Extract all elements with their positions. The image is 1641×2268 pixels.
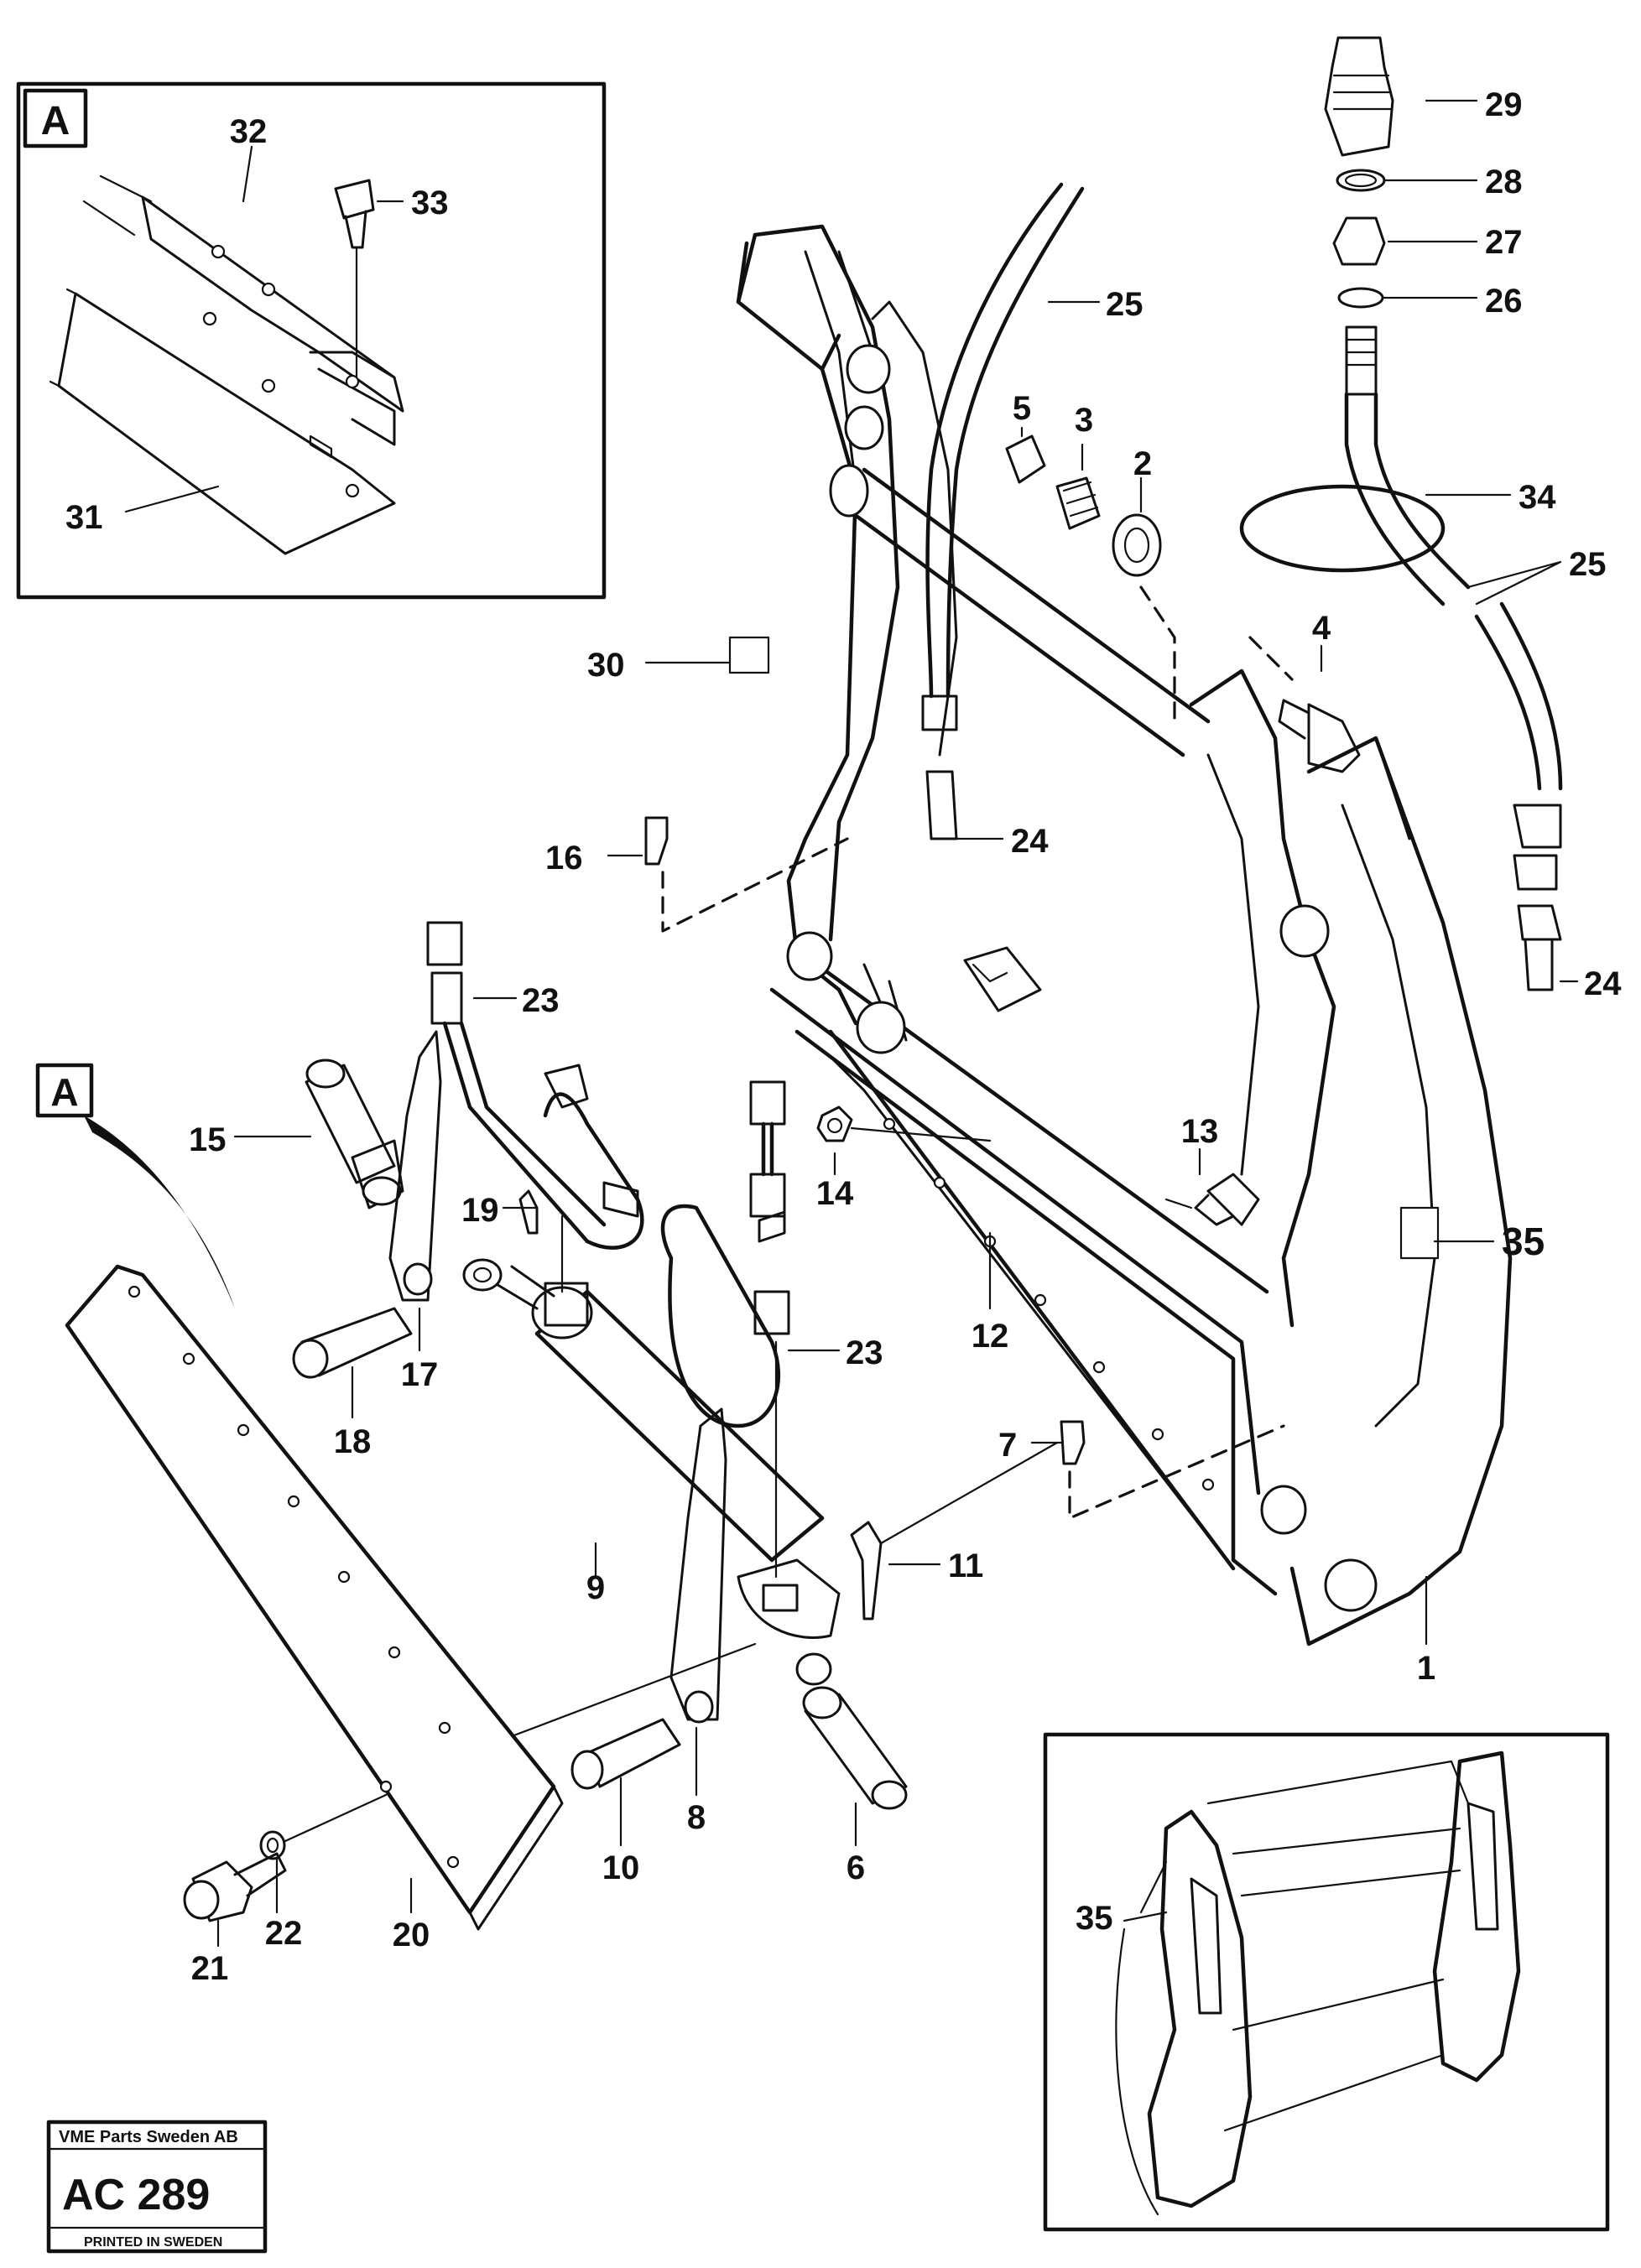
callout-25a: 25 bbox=[1106, 286, 1143, 323]
callout-4: 4 bbox=[1312, 610, 1331, 647]
hose-25-lower bbox=[1474, 601, 1563, 991]
callout-31: 31 bbox=[65, 499, 103, 536]
detail-a-marker: A bbox=[35, 1063, 235, 1308]
callout-35b: 35 bbox=[1076, 1900, 1113, 1937]
hose-23-lower bbox=[660, 1080, 790, 1579]
callout-23b: 23 bbox=[846, 1334, 883, 1371]
callout-3: 3 bbox=[1075, 402, 1093, 439]
callout-27: 27 bbox=[1485, 224, 1523, 261]
leader-lines bbox=[216, 99, 1579, 1948]
callout-8: 8 bbox=[687, 1799, 706, 1836]
inset-a-label-box bbox=[23, 88, 88, 148]
callout-6: 6 bbox=[847, 1849, 865, 1886]
title-drawing-number: AC 289 bbox=[62, 2171, 210, 2219]
nut-14 bbox=[816, 1105, 992, 1142]
inset-a-label: A bbox=[41, 99, 70, 143]
coupling-stack bbox=[1324, 36, 1471, 606]
callout-labels: 29 28 27 26 34 25 25 5 3 2 4 30 24 24 16… bbox=[189, 86, 1622, 1987]
guard-plate-20 bbox=[65, 1264, 757, 1931]
callout-34: 34 bbox=[1519, 479, 1556, 516]
hose-25-upper bbox=[921, 182, 1085, 840]
cotter-pin-11 bbox=[850, 1441, 1059, 1620]
callout-20: 20 bbox=[393, 1917, 430, 1953]
carrier-frame bbox=[728, 224, 1513, 1646]
callout-2: 2 bbox=[1133, 445, 1152, 482]
callout-26: 26 bbox=[1485, 283, 1523, 320]
pin-15 bbox=[305, 1059, 404, 1209]
callout-15: 15 bbox=[189, 1121, 227, 1158]
inset-a-panel: A 32 33 31 bbox=[16, 81, 607, 600]
callout-28: 28 bbox=[1485, 164, 1523, 200]
callout-30: 30 bbox=[587, 647, 625, 684]
cotter-pin-19 bbox=[518, 1189, 539, 1235]
hose-23-upper bbox=[426, 921, 644, 1293]
lever-17 bbox=[388, 1030, 442, 1302]
callout-13: 13 bbox=[1181, 1113, 1219, 1150]
callout-19: 19 bbox=[461, 1192, 499, 1229]
callout-7: 7 bbox=[998, 1427, 1017, 1464]
callout-25b: 25 bbox=[1569, 546, 1607, 583]
callout-16: 16 bbox=[545, 840, 583, 877]
callout-22: 22 bbox=[265, 1915, 303, 1952]
callout-9: 9 bbox=[586, 1569, 605, 1606]
fittings-2-3-5 bbox=[1005, 434, 1176, 723]
callout-33: 33 bbox=[411, 185, 449, 221]
hydraulic-cylinder-9 bbox=[462, 1258, 841, 1686]
callout-5: 5 bbox=[1013, 390, 1031, 427]
bolt-13 bbox=[1164, 1173, 1260, 1226]
callout-11: 11 bbox=[948, 1548, 983, 1584]
title-company: VME Parts Sweden AB bbox=[59, 2128, 238, 2146]
callout-1: 1 bbox=[1417, 1650, 1435, 1687]
bolt-4 bbox=[1248, 636, 1361, 773]
callout-10: 10 bbox=[602, 1849, 640, 1886]
callout-23a: 23 bbox=[522, 982, 560, 1019]
callout-18: 18 bbox=[334, 1423, 372, 1460]
pin-18 bbox=[292, 1307, 413, 1379]
grease-nipple-16 bbox=[644, 816, 849, 933]
svg-text:A: A bbox=[50, 1070, 78, 1114]
pin-10 bbox=[570, 1718, 681, 1790]
callout-14: 14 bbox=[816, 1175, 854, 1212]
callout-24a: 24 bbox=[1011, 823, 1049, 860]
callout-21: 21 bbox=[191, 1950, 229, 1987]
title-block: VME Parts Sweden AB AC 289 PRINTED IN SW… bbox=[46, 2120, 268, 2254]
washer-22 bbox=[259, 1793, 388, 1860]
callout-32: 32 bbox=[230, 113, 268, 150]
pin-6 bbox=[802, 1686, 908, 1810]
callout-24b: 24 bbox=[1584, 965, 1622, 1002]
callout-29: 29 bbox=[1485, 86, 1523, 123]
o-ring-34 bbox=[1239, 484, 1446, 573]
callout-35a: 35 bbox=[1502, 1220, 1545, 1263]
grease-nipple-7 bbox=[1060, 1420, 1285, 1520]
lever-8 bbox=[669, 1407, 727, 1724]
callout-12: 12 bbox=[972, 1318, 1009, 1355]
callout-17: 17 bbox=[401, 1356, 439, 1393]
title-footer: PRINTED IN SWEDEN bbox=[84, 2235, 222, 2250]
inset-35-panel bbox=[1043, 1732, 1610, 2232]
bolt-21 bbox=[183, 1852, 287, 1922]
